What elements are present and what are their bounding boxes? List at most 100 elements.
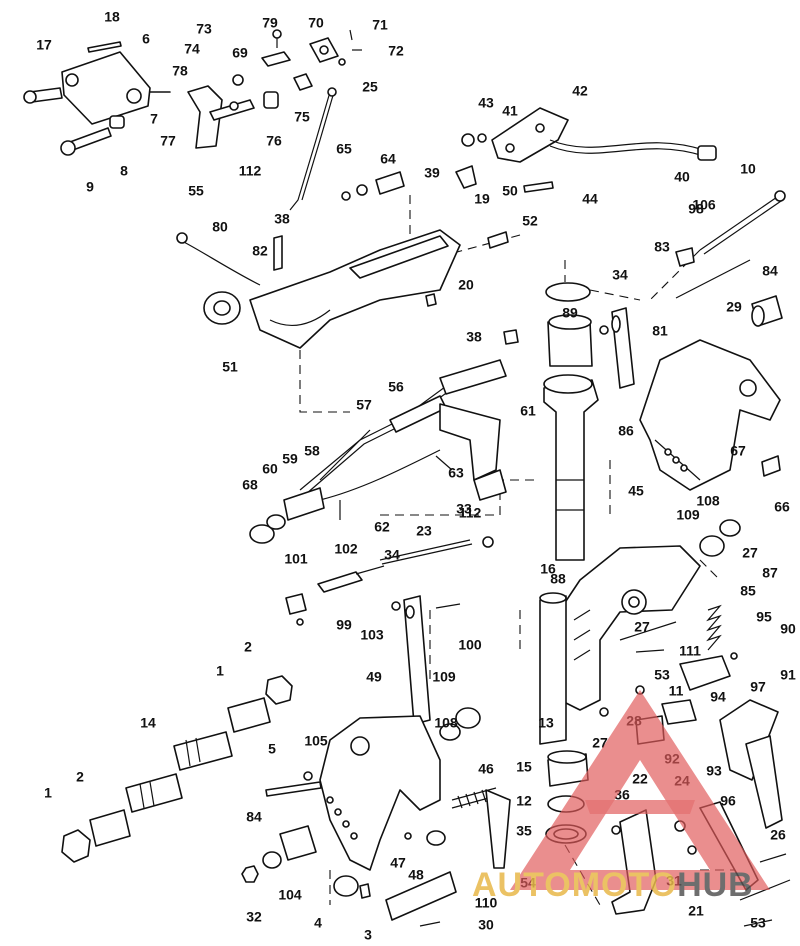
callout-label: 41: [502, 103, 518, 119]
callout-label: 98: [688, 201, 704, 217]
lower-strap: [391, 595, 461, 725]
callout-label: 67: [730, 443, 746, 459]
callout-label: 52: [522, 213, 538, 229]
callout-label: 71: [372, 17, 388, 33]
callout-label: 53: [654, 667, 670, 683]
watermark-triangle-logo: [510, 690, 770, 890]
callout-label: 109: [432, 669, 456, 685]
tilt-lever: [187, 29, 291, 149]
callout-label: 61: [520, 403, 536, 419]
callout-label: 91: [780, 667, 796, 683]
callout-label: 100: [458, 637, 482, 653]
callout-label: 63: [448, 465, 464, 481]
callout-label: 105: [304, 733, 328, 749]
callout-label: 70: [308, 15, 324, 31]
callout-label: 111: [679, 643, 701, 659]
callout-label: 8: [120, 163, 128, 179]
swivel-tube: [503, 282, 599, 561]
callout-label: 97: [750, 679, 766, 695]
spring-and-bracket: [619, 604, 738, 691]
callout-label: 38: [274, 211, 290, 227]
callout-label: 57: [356, 397, 372, 413]
strap: [599, 307, 635, 389]
callout-label: 110: [475, 895, 498, 911]
callout-label: 65: [336, 141, 352, 157]
callout-label: 5: [268, 741, 276, 757]
callout-label: 85: [740, 583, 756, 599]
callout-label: 73: [196, 21, 212, 37]
callout-label: 11: [669, 683, 684, 699]
callout-label: 26: [770, 827, 786, 843]
lower-left-hardware: [241, 825, 371, 899]
automotohub-watermark: AUTOMOTOHUB: [472, 690, 770, 904]
watermark-triangle-bar: [585, 800, 695, 814]
callout-label: 4: [314, 915, 322, 931]
callout-label: 45: [628, 483, 644, 499]
callout-label: 82: [252, 243, 268, 259]
callout-label: 20: [458, 277, 474, 293]
tilt-tube-bolts: [61, 675, 293, 863]
callout-label: 109: [676, 507, 700, 523]
callout-label: 1: [216, 663, 224, 679]
callout-label: 112: [459, 505, 482, 521]
callout-label: 84: [762, 263, 778, 279]
callout-label: 40: [674, 169, 690, 185]
callout-label: 53: [750, 915, 766, 931]
callout-label: 13: [538, 715, 554, 731]
callout-label: 9: [86, 179, 94, 195]
callout-label: 106: [692, 197, 716, 213]
callout-label: 108: [696, 493, 720, 509]
callout-label: 83: [654, 239, 670, 255]
callout-label: 17: [36, 37, 52, 53]
clamp-bracket-right: [639, 339, 781, 557]
callout-label: 29: [726, 299, 742, 315]
callout-label: 75: [294, 109, 310, 125]
callout-label: 39: [424, 165, 440, 181]
callout-label: 44: [582, 191, 598, 207]
callout-label: 30: [478, 917, 494, 933]
swivel-bracket-top: [176, 171, 509, 349]
callout-label: 12: [516, 793, 532, 809]
callout-label: 66: [774, 499, 790, 515]
callout-label: 3: [364, 927, 372, 943]
trim-sender-harness: [249, 359, 507, 544]
callout-label: 56: [388, 379, 404, 395]
callout-label: 64: [380, 151, 396, 167]
callout-label: 87: [762, 565, 778, 581]
callout-label: 69: [232, 45, 248, 61]
callout-label: 18: [104, 9, 120, 25]
callout-label: 79: [262, 15, 278, 31]
callout-label: 51: [222, 359, 238, 375]
callout-label: 27: [742, 545, 758, 561]
callout-label: 104: [278, 887, 302, 903]
callout-label: 35: [516, 823, 532, 839]
callout-label: 49: [366, 669, 382, 685]
callout-label: 68: [242, 477, 258, 493]
watermark-text-automoto: AUTOMOTO: [472, 866, 677, 904]
callout-label: 2: [244, 639, 252, 655]
callout-label: 21: [688, 903, 704, 919]
callout-label: 6: [142, 31, 150, 47]
callout-label: 80: [212, 219, 228, 235]
callout-label: 60: [262, 461, 278, 477]
callout-label: 50: [502, 183, 518, 199]
reverse-lock-spring: [385, 787, 511, 927]
callout-label: 32: [246, 909, 262, 925]
link-rod-assembly: [289, 29, 362, 211]
callout-label: 112: [239, 163, 262, 179]
svg-text:AUTOMOTOHUB: AUTOMOTOHUB: [472, 866, 754, 904]
callout-label: 10: [740, 161, 756, 177]
callout-label: 90: [780, 621, 796, 637]
callout-label: 43: [478, 95, 494, 111]
callout-label: 33: [456, 501, 472, 517]
callout-label: 62: [374, 519, 390, 535]
callout-label: 23: [416, 523, 432, 539]
callout-label: 15: [516, 759, 532, 775]
callout-label: 34: [384, 547, 400, 563]
callout-label: 1: [44, 785, 52, 801]
callout-label: 55: [188, 183, 204, 199]
callout-label: 93: [706, 763, 722, 779]
callout-label: 95: [756, 609, 772, 625]
callout-label: 96: [720, 793, 736, 809]
